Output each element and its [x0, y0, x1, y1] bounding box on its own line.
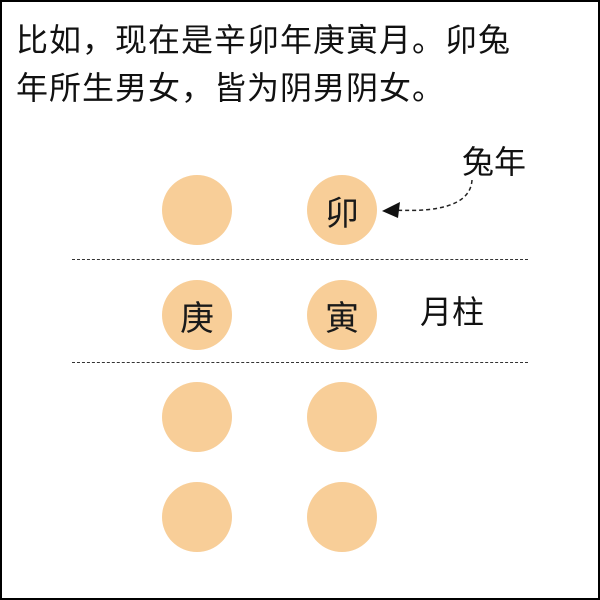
- day-branch-circle: [307, 382, 377, 452]
- hour-stem-circle: [162, 482, 232, 552]
- year-stem-circle: [162, 175, 232, 245]
- month-branch-circle: 寅: [307, 280, 377, 350]
- intro-line-1: 比如，现在是辛卯年庚寅月。卯兔: [16, 21, 512, 59]
- hour-branch-circle: [307, 482, 377, 552]
- divider-top: [72, 259, 528, 260]
- day-stem-circle: [162, 382, 232, 452]
- divider-bottom: [72, 362, 528, 363]
- year-branch-circle: 卯: [307, 175, 377, 245]
- month-pillar-label: 月柱: [420, 293, 485, 331]
- intro-line-2: 年所生男女，皆为阴男阴女。: [16, 69, 446, 107]
- month-stem-circle: 庚: [162, 280, 232, 350]
- year-animal-annotation: 兔年: [462, 143, 527, 181]
- intro-text: 比如，现在是辛卯年庚寅月。卯兔 年所生男女，皆为阴男阴女。: [16, 16, 588, 112]
